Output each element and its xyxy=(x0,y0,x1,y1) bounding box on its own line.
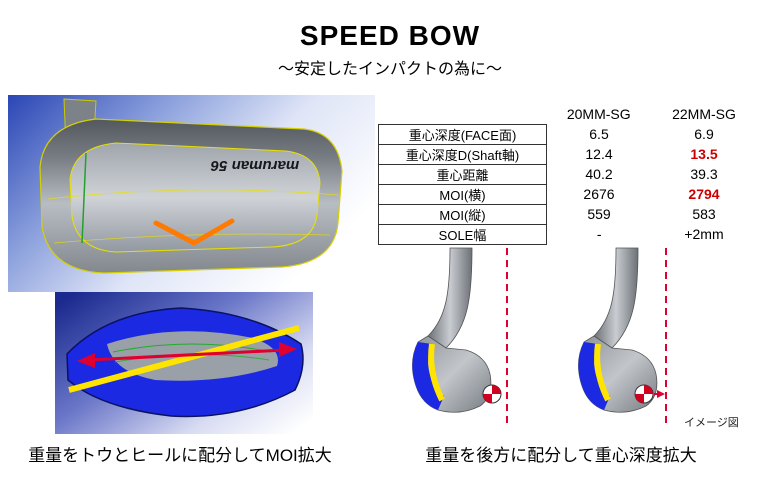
image-note: イメージ図 xyxy=(684,417,739,429)
spec-value-20mm: - xyxy=(596,226,602,242)
cg-comparison-svg xyxy=(412,247,667,428)
spec-label: 重心深度(FACE面) xyxy=(378,123,547,145)
brand-text: maruman 56 xyxy=(210,157,299,174)
weight-bar-line xyxy=(68,325,300,393)
orange-chevron-accent xyxy=(153,218,235,246)
spec-value-20mm: 12.4 xyxy=(585,146,613,162)
club-back-cad-svg: maruman 56 xyxy=(8,95,375,292)
spec-value-20mm: 40.2 xyxy=(585,166,613,182)
spec-value-22mm: 13.5 xyxy=(690,146,718,162)
page-title: SPEED BOW xyxy=(299,20,481,51)
spec-row: MOI(縦) 559 583 xyxy=(378,203,757,225)
spec-value-20mm: 6.5 xyxy=(589,126,609,142)
cg-comparison-image xyxy=(408,246,768,436)
cg-depth-arrow xyxy=(654,390,665,398)
club-head-20mm xyxy=(412,247,492,413)
spec-value-22mm: 6.9 xyxy=(694,126,714,142)
caption-cg-depth: 重量を後方に配分して重心深度拡大 xyxy=(425,446,697,465)
spec-value-22mm: +2mm xyxy=(684,226,724,242)
page-subtitle: ～安定したインパクトの為に～ xyxy=(277,61,502,78)
weight-bar-yellow xyxy=(594,343,611,402)
moi-toe-heel-arrow xyxy=(77,342,297,368)
weight-bar-yellow xyxy=(428,343,445,402)
spec-table: 20MM-SG 22MM-SG 重心深度(FACE面) 6.5 6.9 重心深度… xyxy=(378,104,757,245)
spec-label: MOI(縦) xyxy=(378,203,547,225)
col-header-20mm: 20MM-SG xyxy=(566,106,631,122)
spec-value-20mm: 2676 xyxy=(583,186,615,202)
spec-label: MOI(横) xyxy=(378,183,547,205)
spec-row: SOLE幅 - +2mm xyxy=(378,223,757,245)
spec-row: 重心深度D(Shaft軸) 12.4 13.5 xyxy=(378,143,757,165)
caption-moi: 重量をトウとヒールに配分してMOI拡大 xyxy=(28,446,332,465)
spec-row: 重心深度(FACE面) 6.5 6.9 xyxy=(378,123,757,145)
cg-marker-22mm xyxy=(634,384,654,404)
spec-label: SOLE幅 xyxy=(378,223,547,245)
spec-row: 重心距離 40.2 39.3 xyxy=(378,163,757,185)
club-back-cad-image: maruman 56 xyxy=(8,95,375,292)
spec-header-row: 20MM-SG 22MM-SG xyxy=(379,104,757,124)
spec-value-22mm: 583 xyxy=(692,206,716,222)
club-sole-cad-svg xyxy=(55,292,313,434)
spec-label: 重心深度D(Shaft軸) xyxy=(378,143,547,165)
club-sole-cad-image xyxy=(55,292,313,434)
spec-label: 重心距離 xyxy=(378,163,547,185)
spec-header-empty xyxy=(379,104,547,124)
spec-value-22mm: 2794 xyxy=(688,186,720,202)
spec-row: MOI(横) 2676 2794 xyxy=(378,183,757,205)
spec-value-22mm: 39.3 xyxy=(690,166,718,182)
cg-marker-20mm xyxy=(482,384,502,404)
col-header-22mm: 22MM-SG xyxy=(672,106,736,122)
cavity-shape xyxy=(69,142,321,253)
green-guide-line xyxy=(81,152,87,244)
spec-value-20mm: 559 xyxy=(587,206,611,222)
